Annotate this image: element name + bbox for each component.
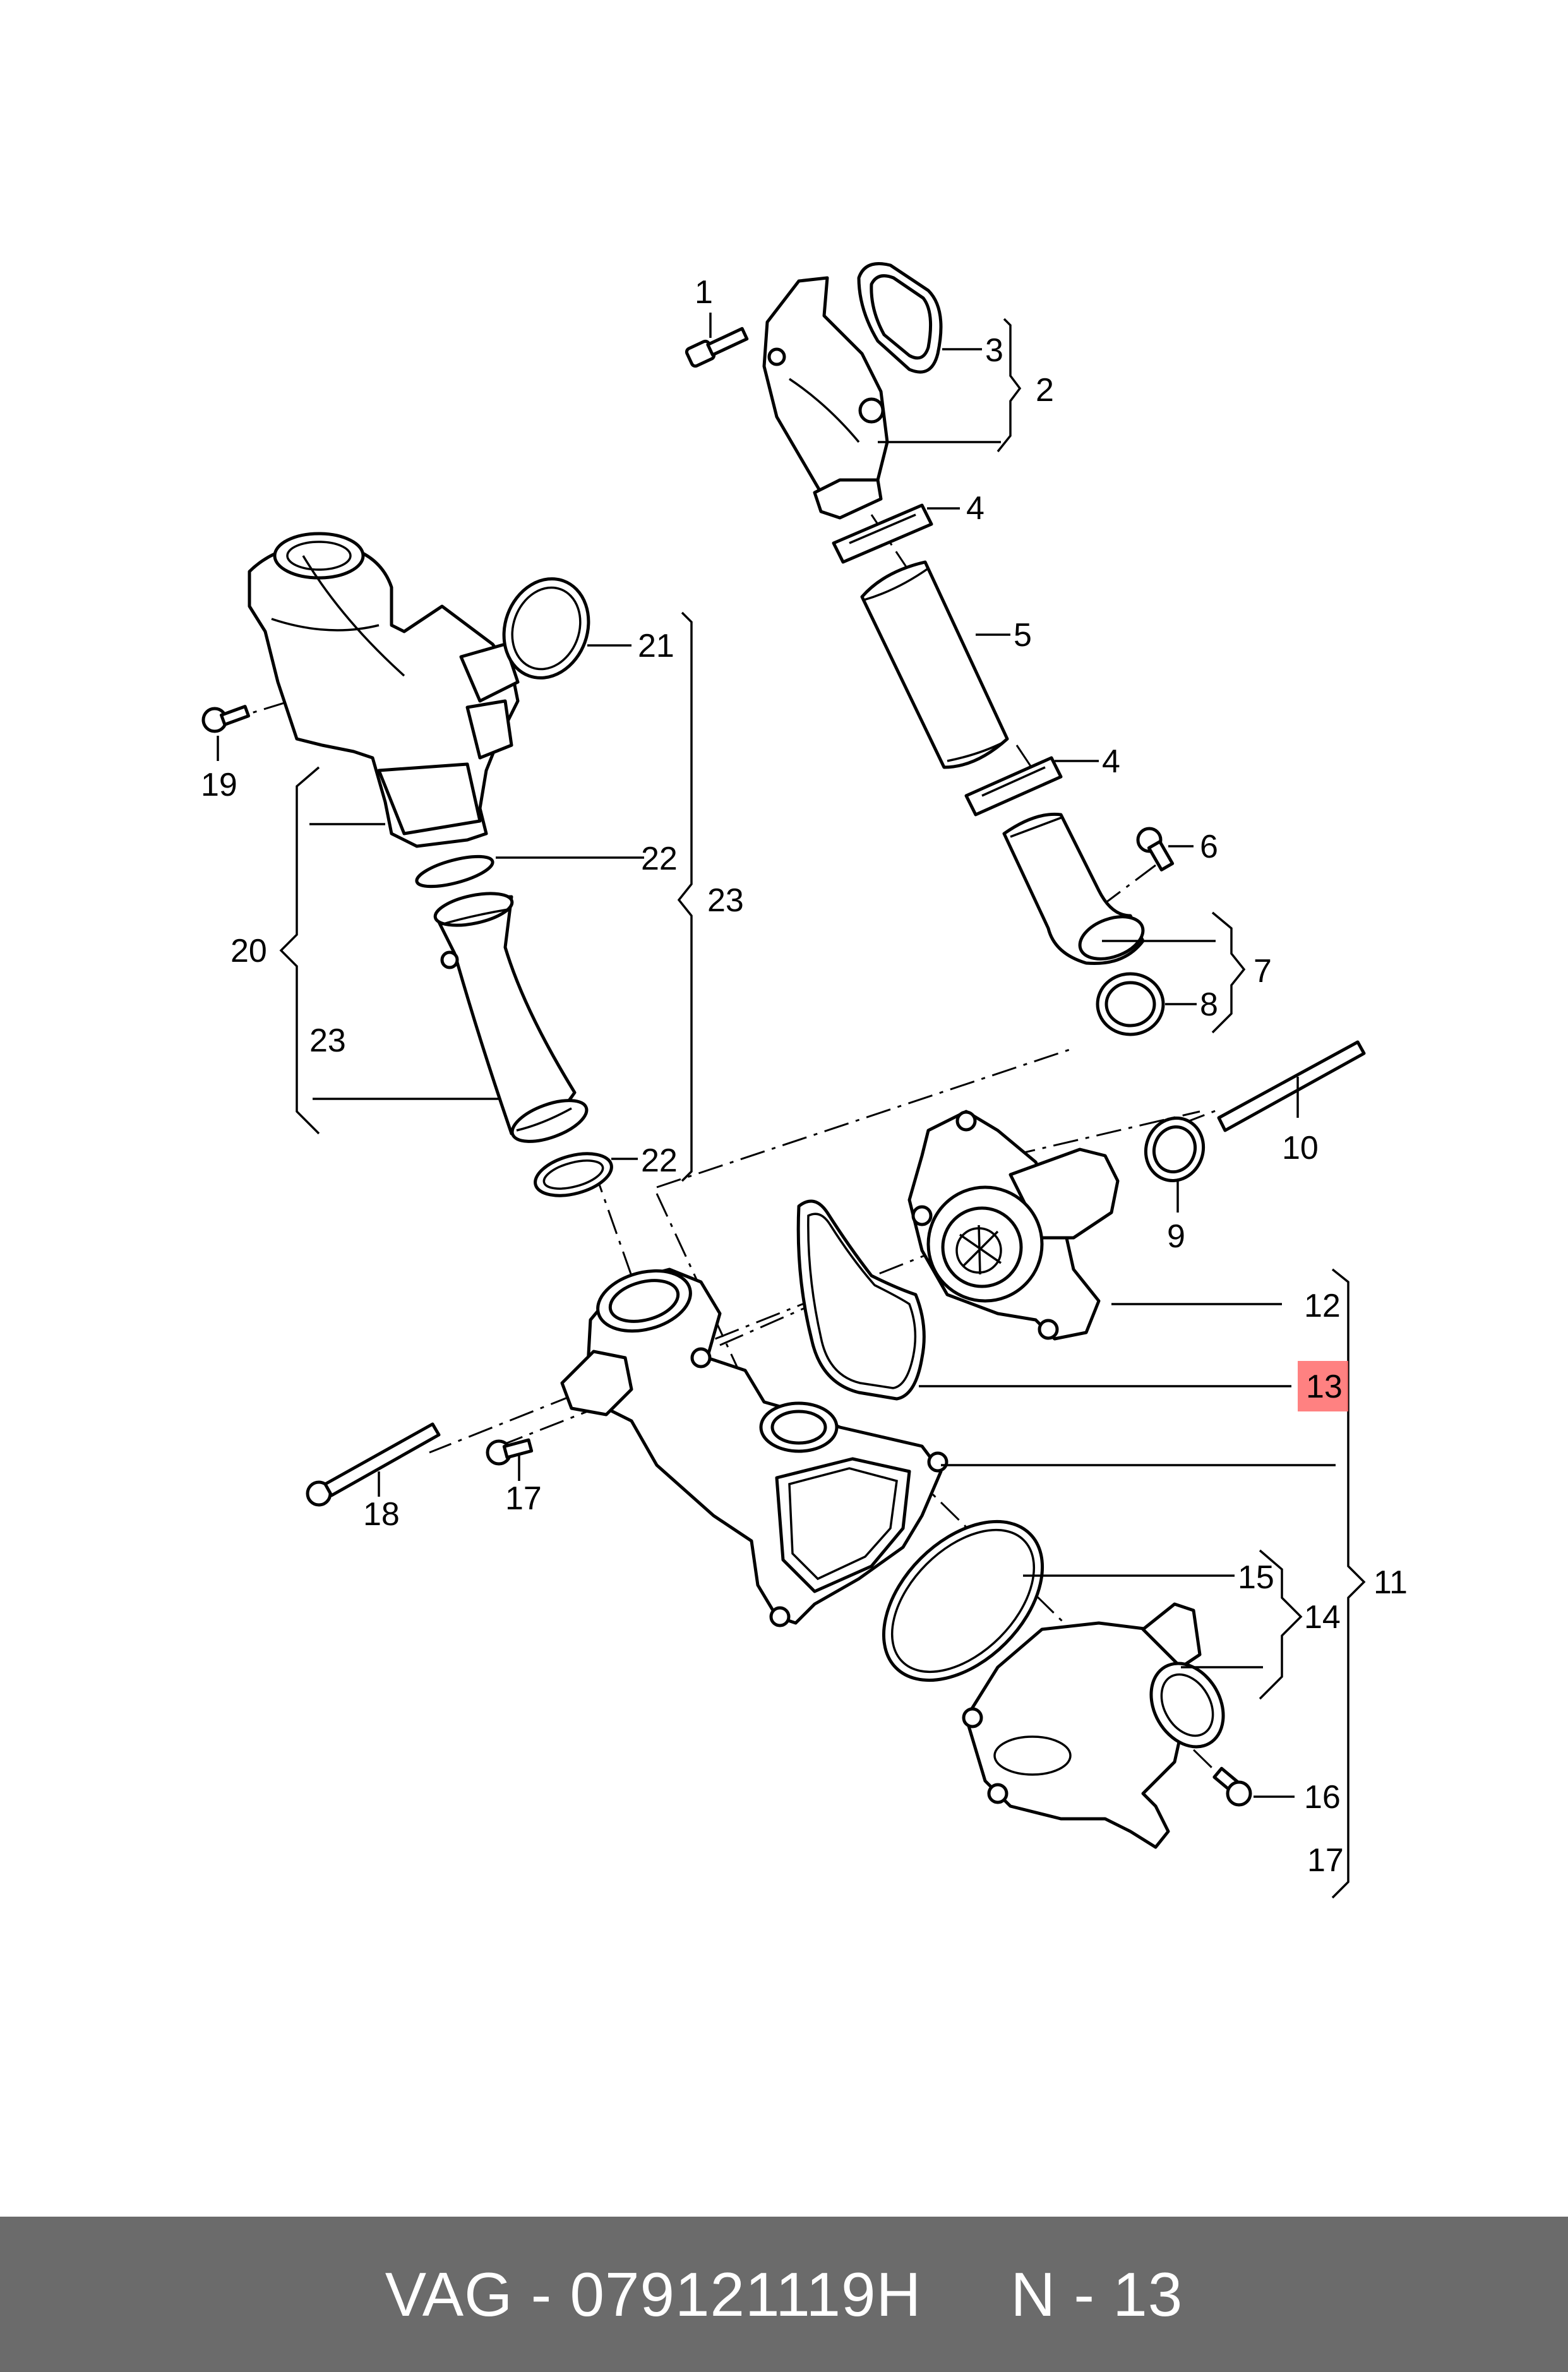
label-2: 2 [1036, 372, 1054, 409]
gasket-13 [796, 1199, 926, 1401]
label-10: 10 [1282, 1130, 1319, 1166]
highlight-box-13 [1298, 1361, 1348, 1411]
label-12: 12 [1304, 1288, 1341, 1324]
label-20: 20 [230, 933, 267, 969]
bolt-19 [201, 705, 251, 733]
part-number-text: VAG - 079121119H N - 13 [385, 2259, 1183, 2329]
hose-5 [860, 560, 1009, 769]
assembly-axes [208, 302, 1223, 1770]
bolt-17 [486, 1438, 534, 1466]
label-1: 1 [695, 274, 713, 311]
label-5: 5 [1014, 617, 1032, 654]
egr-valve-20 [248, 532, 520, 848]
label-22-bottom: 22 [641, 1142, 678, 1179]
label-23-right: 23 [707, 882, 744, 919]
label-13: 13 [1306, 1369, 1343, 1405]
connector-7 [1002, 812, 1145, 966]
label-3: 3 [985, 332, 1003, 369]
long-bolt-18 [306, 1422, 441, 1507]
label-9: 9 [1167, 1218, 1185, 1255]
pin-10 [1217, 1040, 1366, 1132]
oring-22-bottom [534, 1152, 613, 1197]
clamp-4-bottom [964, 756, 1063, 817]
label-17-right: 17 [1307, 1842, 1344, 1879]
callout-labels: 1 3 2 4 5 4 6 7 8 10 9 12 13 11 15 14 16… [201, 274, 1408, 1879]
water-pump-12 [907, 1110, 1120, 1341]
clamp-4-top [832, 503, 933, 564]
label-14: 14 [1304, 1599, 1341, 1636]
part-number-footer: VAG - 079121119H N - 13 [0, 2217, 1568, 2372]
leader-lines [217, 313, 1336, 1798]
thermostat-cover-14 [962, 1602, 1225, 1849]
label-4-top: 4 [966, 490, 984, 527]
label-7: 7 [1254, 953, 1272, 990]
bolt-6 [1136, 827, 1175, 872]
label-11: 11 [1373, 1564, 1408, 1601]
oring-22-top [415, 854, 494, 889]
label-15: 15 [1238, 1559, 1274, 1596]
bolt-1 [685, 326, 749, 368]
pipe-23 [433, 892, 589, 1143]
label-16: 16 [1304, 1779, 1341, 1816]
bolt-16 [1212, 1766, 1252, 1807]
seal-3 [857, 262, 943, 374]
label-22-top: 22 [641, 841, 678, 877]
label-19: 19 [201, 767, 237, 803]
label-21: 21 [638, 628, 674, 664]
thermostat-housing-11 [560, 1267, 949, 1627]
oring-21 [502, 577, 590, 680]
oring-9 [1144, 1117, 1206, 1182]
brackets [279, 318, 1366, 1899]
parts-diagram: 1 3 2 4 5 4 6 7 8 10 9 12 13 11 15 14 16… [201, 262, 1408, 1899]
label-23-left: 23 [309, 1022, 346, 1059]
label-6: 6 [1200, 829, 1218, 865]
oring-8 [1096, 972, 1165, 1036]
label-18: 18 [363, 1496, 400, 1533]
label-8: 8 [1200, 986, 1218, 1023]
seal-15 [882, 1519, 1044, 1682]
label-4-bottom: 4 [1102, 743, 1120, 780]
label-17-left: 17 [505, 1480, 542, 1517]
